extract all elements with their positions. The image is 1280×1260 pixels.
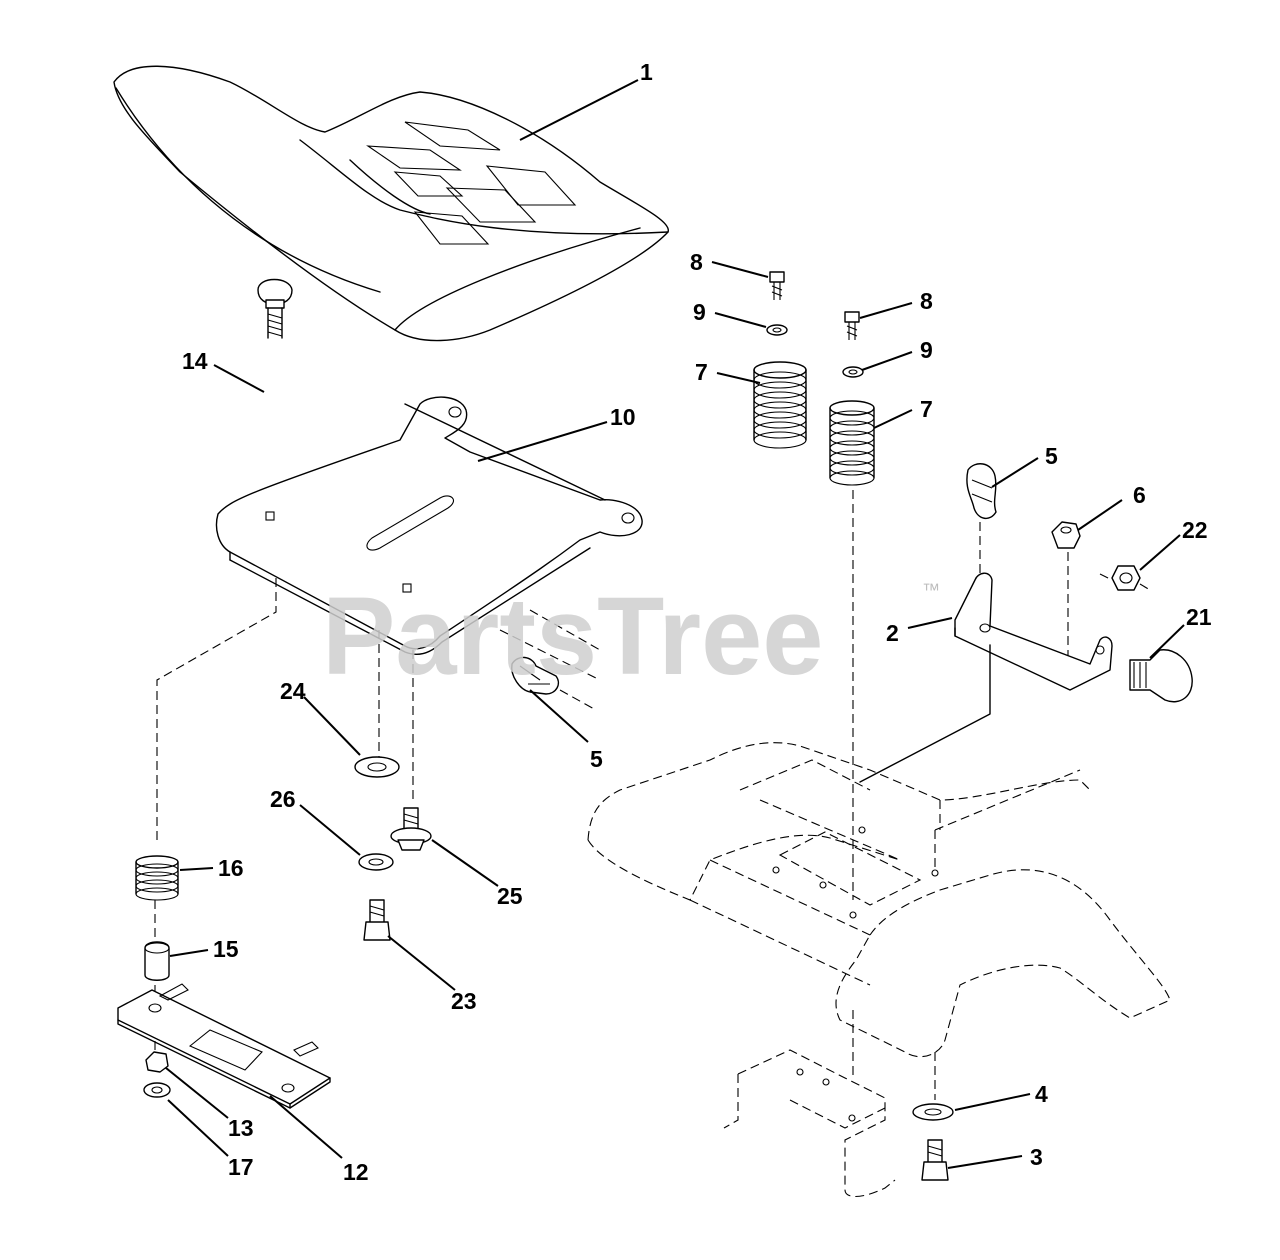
callout-labels: 1 8 8 9 9 7 7 14 10 5 6 22 2 21 24 5 26 … — [182, 59, 1212, 1185]
callout-26: 26 — [270, 786, 296, 812]
callout-12: 12 — [343, 1159, 369, 1185]
part-washer-17 — [143, 1082, 171, 1098]
callout-25: 25 — [497, 883, 523, 909]
watermark-text: PartsTree — [322, 575, 823, 698]
part-clip-upper — [966, 463, 997, 580]
callout-4: 4 — [1035, 1081, 1048, 1107]
callout-5-upper: 5 — [1045, 443, 1058, 469]
part-stack-left — [753, 271, 807, 449]
callout-6: 6 — [1133, 482, 1146, 508]
callout-24: 24 — [280, 678, 306, 704]
callout-9-right: 9 — [920, 337, 933, 363]
part-spacer-15 — [144, 941, 170, 981]
part-bracket — [859, 572, 1113, 783]
callout-5-lower: 5 — [590, 746, 603, 772]
part-washer-4 — [912, 1103, 954, 1121]
part-stack-right — [829, 311, 875, 900]
callout-10: 10 — [610, 404, 636, 430]
watermark-trademark: ™ — [922, 580, 940, 600]
part-carriage-bolt — [257, 278, 293, 339]
callout-14: 14 — [182, 348, 208, 374]
part-knob — [1129, 649, 1193, 703]
callout-17: 17 — [228, 1154, 254, 1180]
callout-1: 1 — [640, 59, 653, 85]
callout-13: 13 — [228, 1115, 254, 1141]
part-bolt-3 — [921, 1139, 949, 1181]
part-spring-16 — [135, 855, 179, 901]
seat-pads — [366, 121, 577, 245]
part-plate-12 — [117, 983, 331, 1109]
callout-22: 22 — [1182, 517, 1208, 543]
part-lower-bracket — [723, 1049, 896, 1198]
callout-8-right: 8 — [920, 288, 933, 314]
tractor-frame — [587, 742, 1171, 1100]
callout-23: 23 — [451, 988, 477, 1014]
callout-2: 2 — [886, 620, 899, 646]
callout-3: 3 — [1030, 1144, 1043, 1170]
callout-7-left: 7 — [695, 359, 708, 385]
part-nut-22 — [1099, 565, 1151, 591]
watermark: PartsTree ™ — [322, 575, 940, 698]
callout-9-left: 9 — [693, 299, 706, 325]
spring-left — [753, 361, 807, 449]
callout-7-right: 7 — [920, 396, 933, 422]
callout-8-left: 8 — [690, 249, 703, 275]
spring-right — [829, 400, 875, 486]
part-washer-24 — [354, 756, 400, 778]
part-nut-13 — [145, 1051, 169, 1073]
part-clip-lower — [511, 656, 597, 711]
callout-15: 15 — [213, 936, 239, 962]
leader-lines — [165, 79, 1185, 1169]
part-lockwasher-26 — [358, 853, 394, 871]
callout-21: 21 — [1186, 604, 1212, 630]
part-bolt-23 — [363, 899, 391, 941]
callout-16: 16 — [218, 855, 244, 881]
part-shoulder-bolt — [390, 807, 432, 851]
